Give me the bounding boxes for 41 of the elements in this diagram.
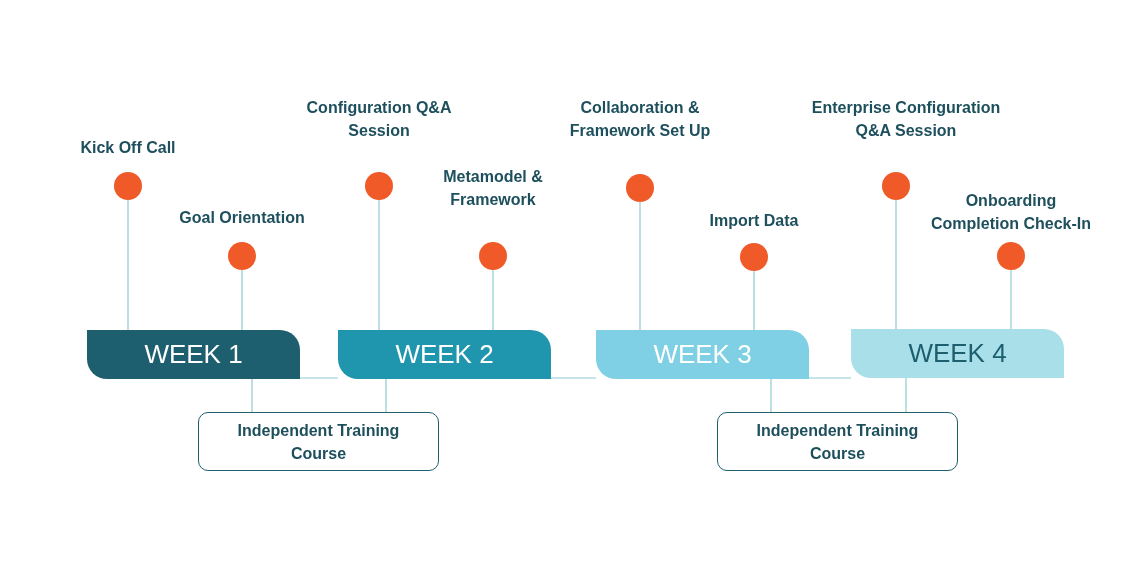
connector-line bbox=[299, 377, 339, 379]
milestone-dot bbox=[228, 242, 256, 270]
week-label: WEEK 3 bbox=[653, 339, 752, 370]
connector-line bbox=[251, 378, 253, 413]
milestone-label: Onboarding Completion Check-In bbox=[931, 191, 1091, 234]
milestone-dot bbox=[882, 172, 910, 200]
milestone-dot bbox=[740, 243, 768, 271]
milestone-dot bbox=[479, 242, 507, 270]
milestone-dot bbox=[114, 172, 142, 200]
training-course-box: Independent Training Course bbox=[198, 412, 439, 471]
milestone-dot bbox=[997, 242, 1025, 270]
connector-line bbox=[808, 377, 852, 379]
connector-line bbox=[895, 199, 897, 330]
milestone-label: Goal Orientation bbox=[178, 208, 306, 228]
connector-line bbox=[385, 378, 387, 413]
week-label: WEEK 2 bbox=[395, 339, 494, 370]
milestone-label: Collaboration & Framework Set Up bbox=[568, 98, 712, 141]
week-label: WEEK 1 bbox=[144, 339, 243, 370]
connector-line bbox=[770, 378, 772, 413]
connector-line bbox=[639, 201, 641, 331]
week-tab bbox=[87, 330, 300, 379]
connector-line bbox=[241, 269, 243, 331]
training-course-box: Independent Training Course bbox=[717, 412, 958, 471]
milestone-label: Metamodel & Framework bbox=[442, 167, 544, 210]
connector-line bbox=[492, 269, 494, 331]
connector-line bbox=[127, 199, 129, 331]
week-tab bbox=[596, 330, 809, 379]
milestone-dot bbox=[626, 174, 654, 202]
connector-line bbox=[378, 199, 380, 331]
milestone-label: Configuration Q&A Session bbox=[305, 98, 453, 141]
week-tab bbox=[851, 329, 1064, 378]
connector-line bbox=[905, 377, 907, 413]
connector-line bbox=[753, 270, 755, 331]
milestone-dot bbox=[365, 172, 393, 200]
week-label: WEEK 4 bbox=[908, 338, 1007, 369]
week-tab bbox=[338, 330, 551, 379]
connector-line bbox=[550, 377, 597, 379]
milestone-label: Import Data bbox=[708, 211, 800, 231]
connector-line bbox=[1010, 269, 1012, 330]
milestone-label: Kick Off Call bbox=[79, 138, 177, 158]
milestone-label: Enterprise Configuration Q&A Session bbox=[810, 98, 1002, 141]
